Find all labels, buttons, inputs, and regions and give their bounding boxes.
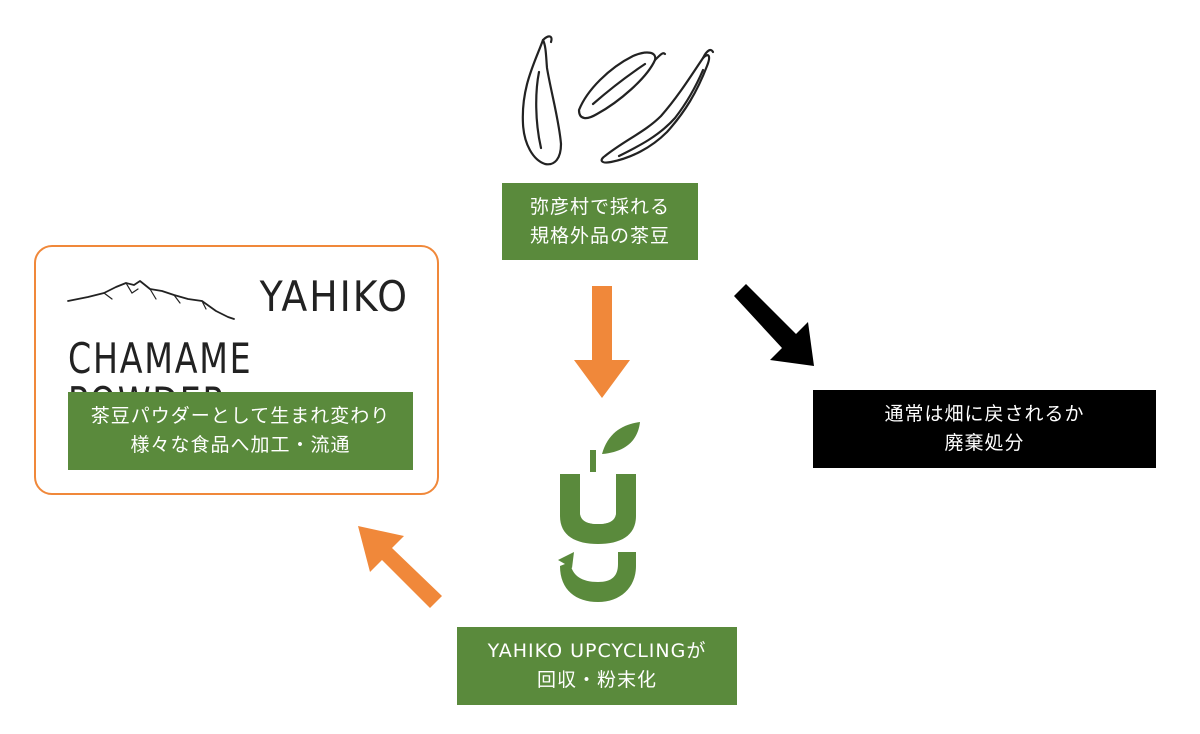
source-label-line-2: 規格外品の茶豆 [529, 224, 670, 247]
brand-title-line-1: YAHIKO [259, 272, 409, 321]
arrow-down-icon [574, 286, 630, 398]
arrow-down-right-icon [734, 284, 814, 366]
product-description: 茶豆パウダーとして生まれ変わり 様々な食品へ加工・流通 [68, 392, 413, 470]
disposal-label-line-1: 通常は畑に戻されるか [884, 403, 1085, 425]
upcycling-label-line-2: 回収・粉末化 [536, 669, 657, 691]
disposal-label: 通常は畑に戻されるか 廃棄処分 [813, 390, 1156, 468]
product-description-line-2: 様々な食品へ加工・流通 [130, 434, 351, 456]
product-description-line-1: 茶豆パウダーとして生まれ変わり [90, 405, 391, 427]
mountain-icon [67, 280, 235, 320]
upcycling-logo-icon [558, 422, 640, 602]
disposal-label-line-2: 廃棄処分 [944, 432, 1025, 454]
source-label: 弥彦村で採れる 規格外品の茶豆 [502, 183, 698, 260]
upcycling-label: YAHIKO UPCYCLINGが 回収・粉末化 [457, 627, 737, 705]
product-card: YAHIKO CHAMAME POWDER 茶豆パウダーとして生まれ変わり 様々… [34, 245, 439, 495]
edamame-pods-icon [521, 35, 715, 166]
arrow-up-left-icon [358, 526, 442, 608]
source-label-line-1: 弥彦村で採れる [529, 195, 670, 218]
upcycling-label-line-1: YAHIKO UPCYCLINGが [487, 640, 707, 662]
